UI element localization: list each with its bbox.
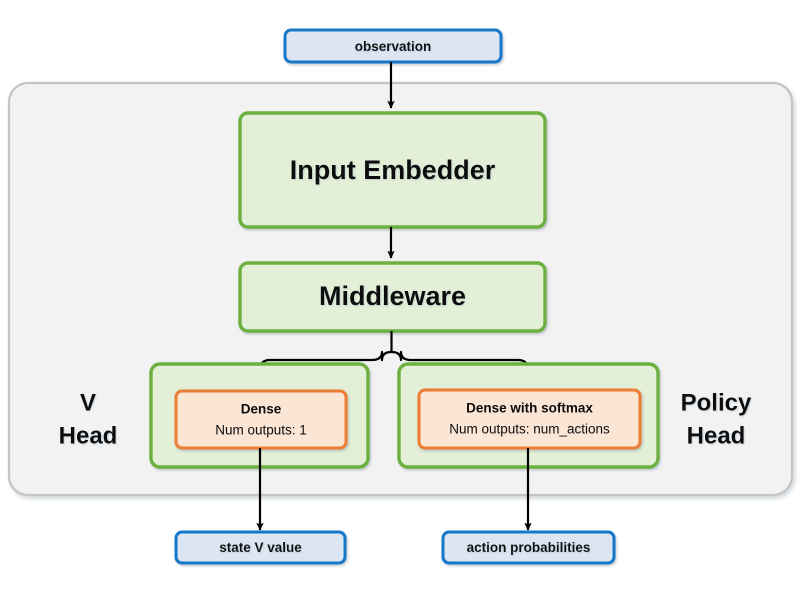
state-value-box: [174, 530, 347, 565]
action-probabilities-label: action probabilities: [467, 540, 591, 555]
observation-node: observation: [283, 28, 503, 64]
input-embedder-node: Input Embedder: [238, 111, 547, 229]
policy-head-title-line2: Head: [687, 422, 746, 449]
action-probabilities-node: action probabilities: [441, 530, 616, 565]
policy-head-title: Policy Head: [681, 389, 752, 449]
input-embedder-label: Input Embedder: [290, 155, 496, 185]
policy-head-dense-subtitle: Num outputs: num_actions: [449, 422, 610, 437]
middleware-node: Middleware: [238, 261, 547, 333]
observation-label: observation: [355, 39, 432, 54]
observation-box: [283, 28, 503, 64]
v-head-title-line1: V: [80, 389, 96, 416]
v-head-title: V Head: [59, 389, 118, 449]
state-value-node: state V value: [174, 530, 347, 565]
action-probabilities-box: [441, 530, 616, 565]
v-head-title-line2: Head: [59, 422, 118, 449]
v-head-dense-box: [174, 389, 348, 450]
state-value-label: state V value: [219, 540, 302, 555]
policy-head-title-line1: Policy: [681, 389, 752, 416]
policy-head-dense-box: [417, 388, 642, 450]
policy-head-dense-title: Dense with softmax: [466, 401, 593, 416]
policy-head-group: Dense with softmax Num outputs: num_acti…: [397, 362, 660, 469]
v-head-dense-subtitle: Num outputs: 1: [215, 423, 307, 438]
input-embedder-box: [238, 111, 547, 229]
middleware-label: Middleware: [319, 281, 466, 311]
v-head-dense-title: Dense: [241, 402, 282, 417]
